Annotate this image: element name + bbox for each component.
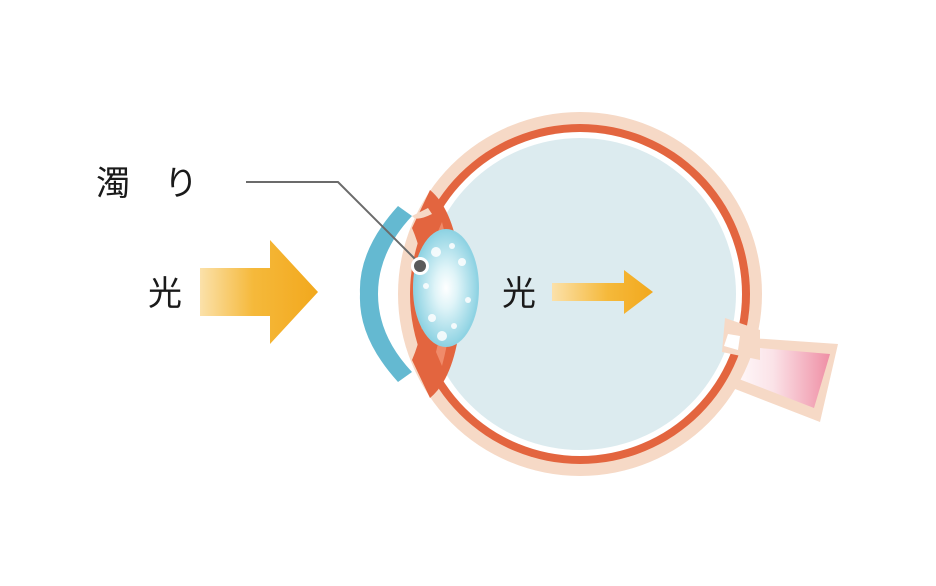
arrow-inside-icon <box>552 270 653 314</box>
light-label-inside: 光 <box>502 274 536 314</box>
light-label-outside: 光 <box>148 274 182 314</box>
arrow-right-icon <box>200 240 318 344</box>
optic-disc <box>722 318 760 360</box>
lens-opacity-spots <box>423 243 471 341</box>
opacity-label: 濁 り <box>96 164 198 204</box>
cornea <box>359 206 412 382</box>
opacity-leader <box>246 181 429 275</box>
